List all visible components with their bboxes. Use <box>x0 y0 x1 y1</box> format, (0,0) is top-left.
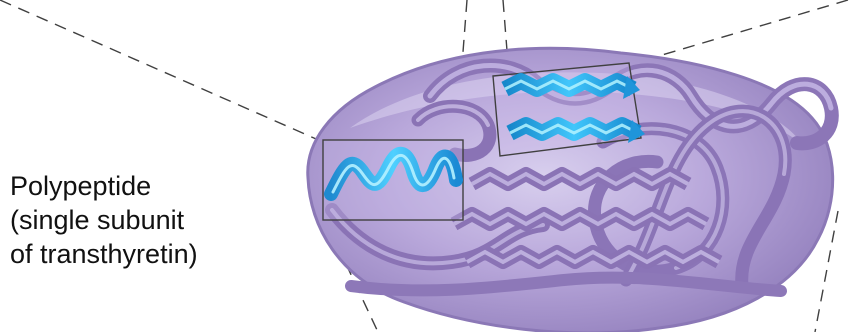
polypeptide-label-line-2: (single subunit <box>10 203 270 237</box>
polypeptide-label-line-3: of transthyretin) <box>10 237 270 271</box>
polypeptide-label: Polypeptide (single subunit of transthyr… <box>10 169 270 271</box>
guide-line-left-top <box>0 0 323 142</box>
guide-line-right-top <box>635 0 848 63</box>
alpha-helix-callout <box>323 140 463 220</box>
polypeptide-label-line-1: Polypeptide <box>10 169 270 203</box>
